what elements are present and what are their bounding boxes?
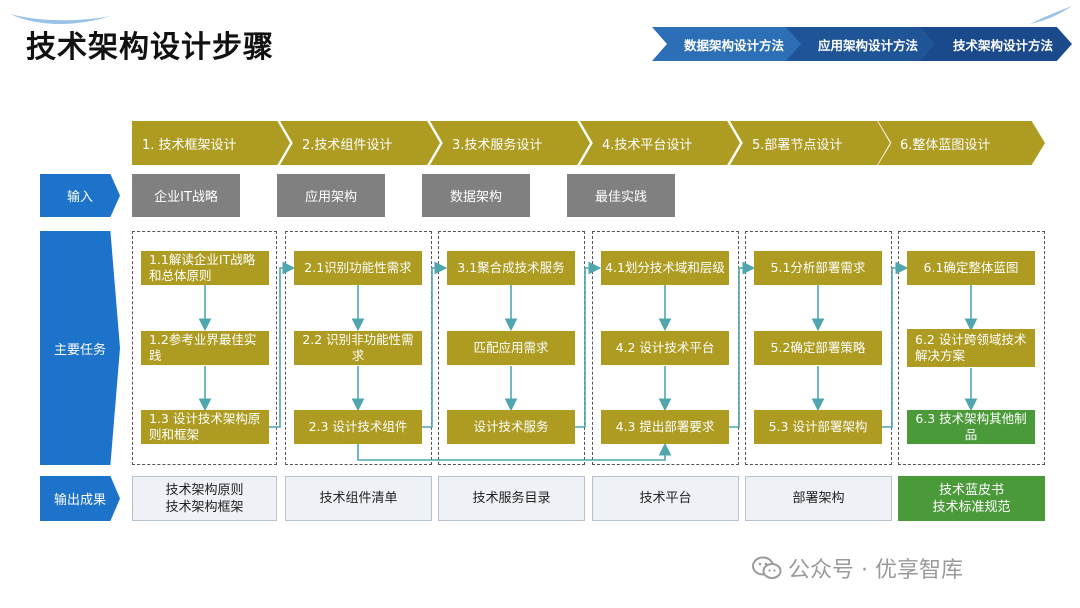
step-1: 1. 技术框架设计 (132, 121, 290, 165)
task-2-1: 2.1识别功能性需求 (294, 251, 422, 285)
output-6-line-2: 技术标准规范 (932, 499, 1011, 515)
task-3-1: 3.1聚合成技术服务 (447, 251, 575, 285)
header-swoosh-decoration (10, 6, 1072, 24)
task-column-6 (898, 231, 1045, 465)
task-3-2: 匹配应用需求 (447, 331, 575, 365)
output-1-line-2: 技术架构框架 (165, 499, 244, 515)
task-2-2: 2.2 识别非功能性需求 (294, 331, 422, 365)
side-label-input: 输入 (40, 174, 120, 217)
step-6: 6.整体蓝图设计 (878, 121, 1045, 165)
output-2: 技术组件清单 (285, 476, 432, 521)
input-application-architecture: 应用架构 (277, 174, 385, 217)
task-3-3: 设计技术服务 (447, 410, 575, 444)
side-label-tasks: 主要任务 (40, 231, 120, 465)
task-4-2: 4.2 设计技术平台 (601, 331, 729, 365)
step-4: 4.技术平台设计 (580, 121, 740, 165)
watermark: 公众号 · 优享智库 (752, 552, 963, 584)
output-1-line-1: 技术架构原则 (165, 482, 244, 498)
task-4-1: 4.1划分技术域和层级 (601, 251, 729, 285)
output-5: 部署架构 (745, 476, 892, 521)
nav-technical-architecture[interactable]: 技术架构设计方法 (920, 27, 1072, 61)
task-1-2: 1.2参考业界最佳实践 (141, 331, 269, 365)
step-2: 2.技术组件设计 (280, 121, 440, 165)
output-6-line-1: 技术蓝皮书 (938, 482, 1004, 498)
output-4: 技术平台 (592, 476, 739, 521)
page-title: 技术架构设计步骤 (26, 30, 274, 65)
input-data-architecture: 数据架构 (422, 174, 530, 217)
nav-data-architecture[interactable]: 数据架构设计方法 (652, 27, 802, 61)
task-1-3: 1.3 设计技术架构原则和框架 (141, 410, 269, 444)
task-6-2: 6.2 设计跨领域技术解决方案 (907, 329, 1035, 367)
task-5-3: 5.3 设计部署架构 (754, 410, 882, 444)
input-it-strategy: 企业IT战略 (132, 174, 240, 217)
watermark-text: 公众号 · 优享智库 (788, 558, 963, 583)
task-4-3: 4.3 提出部署要求 (601, 410, 729, 444)
step-3: 3.技术服务设计 (430, 121, 590, 165)
output-1: 技术架构原则技术架构框架 (132, 476, 277, 521)
nav-application-architecture[interactable]: 应用架构设计方法 (786, 27, 936, 61)
task-2-3: 2.3 设计技术组件 (294, 410, 422, 444)
task-5-2: 5.2确定部署策略 (754, 331, 882, 365)
task-6-1: 6.1确定整体蓝图 (907, 251, 1035, 285)
step-5: 5.部署节点设计 (730, 121, 890, 165)
task-6-3: 6.3 技术架构其他制品 (907, 410, 1035, 444)
side-label-output: 输出成果 (40, 476, 120, 521)
input-best-practice: 最佳实践 (567, 174, 675, 217)
wechat-icon (752, 556, 782, 579)
task-column-1 (132, 231, 277, 465)
task-1-1: 1.1解读企业IT战略和总体原则 (141, 251, 269, 285)
output-3: 技术服务目录 (438, 476, 585, 521)
task-5-1: 5.1分析部署需求 (754, 251, 882, 285)
output-6: 技术蓝皮书技术标准规范 (898, 476, 1045, 521)
